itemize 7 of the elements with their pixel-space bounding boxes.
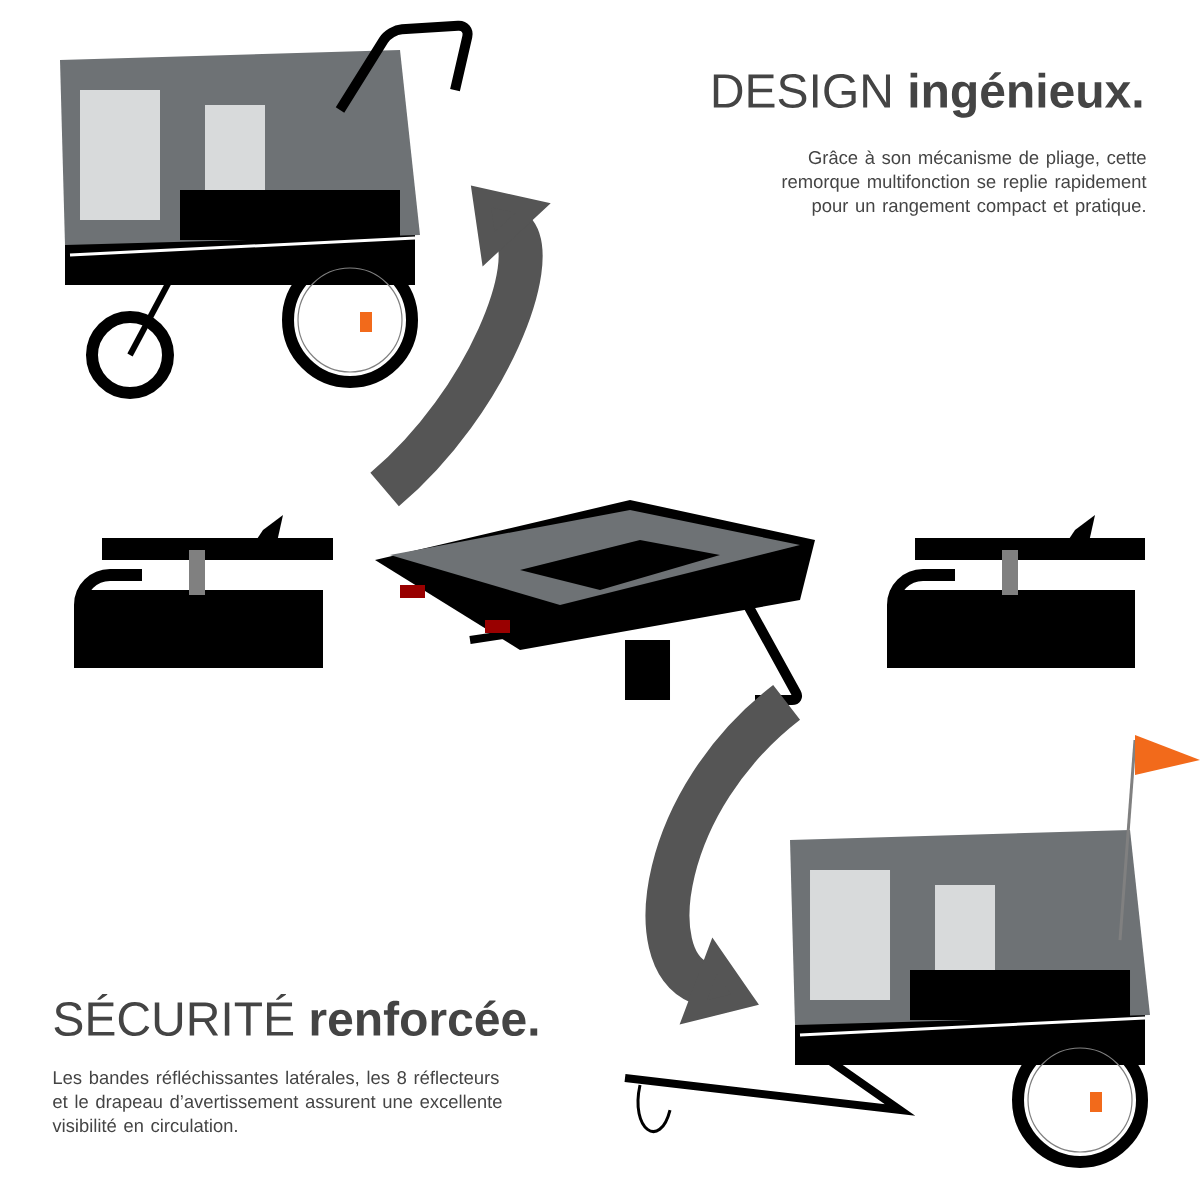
- description-text: Les bandes réfléchissantes latérales, les 8 réflecteurs et le drapeau d’avertissement assurent une excellente visibilité en circulation.: [52, 1070, 502, 1133]
- section-heading: DESIGN ingénieux.: [713, 72, 1142, 118]
- description-text: Grâce à son mécanisme de pliage, cette remorque multifonction se replie rapidement pour un rangement compact et pratique.: [782, 150, 1147, 216]
- trailer-drawing: [790, 735, 1200, 1168]
- section-heading: SÉCURITÉ renforcée.: [54, 993, 538, 1037]
- trailer-drawing: [375, 500, 815, 705]
- trailer-drawing: [60, 20, 473, 399]
